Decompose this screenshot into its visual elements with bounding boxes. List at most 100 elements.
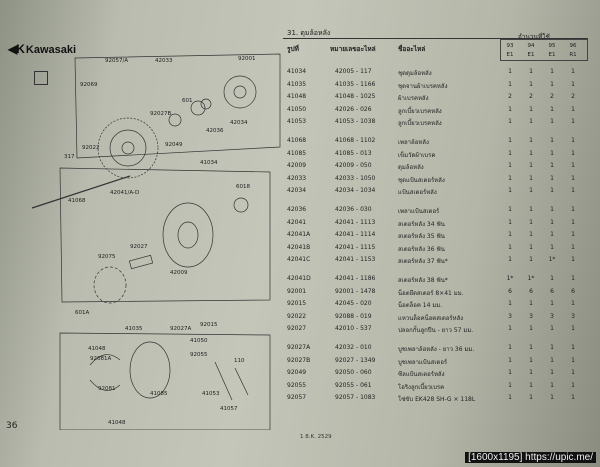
qty-cell: 1 bbox=[529, 149, 533, 157]
part-number: 42033 - 1050 bbox=[335, 174, 376, 182]
part-number: 42005 - 117 bbox=[335, 68, 372, 75]
qty-cell: 1 bbox=[550, 231, 554, 239]
part-number: 42041 - 1115 bbox=[335, 243, 376, 251]
qty-cell: 6 bbox=[508, 287, 512, 295]
qty-subheader: E1 bbox=[548, 52, 556, 58]
qty-cell: 1 bbox=[529, 174, 533, 182]
ref-number: 41035 bbox=[287, 80, 307, 88]
ref-number: 92027 bbox=[287, 325, 307, 333]
qty-cell: 1 bbox=[508, 187, 512, 195]
ref-number: 92057 bbox=[287, 394, 307, 402]
ref-number: 42041 bbox=[287, 218, 307, 226]
qty-cell: 1 bbox=[550, 275, 554, 282]
qty-cell: 1 bbox=[550, 381, 554, 389]
part-number: 42009 - 050 bbox=[335, 162, 372, 170]
part-name: ดุมล้อหลัง bbox=[398, 164, 424, 172]
qty-cell: 1 bbox=[571, 300, 575, 308]
ref-number: 41053 bbox=[287, 118, 307, 126]
qty-cell: 2 bbox=[550, 93, 554, 101]
part-name: ชุดแป้นสเตอร์หลัง bbox=[398, 176, 445, 184]
part-name: เข็มวัดผ้าเบรค bbox=[398, 151, 436, 159]
part-name: เพลาแป้นสเตอร์ bbox=[398, 208, 440, 215]
qty-subheader: E1 bbox=[527, 52, 535, 58]
qty-cell: 1 bbox=[508, 344, 512, 351]
diagram-frame-bottom bbox=[59, 332, 271, 430]
qty-title: จำนวนที่ใช้ bbox=[518, 33, 550, 41]
sprocket bbox=[97, 117, 159, 179]
ref-number: 42041D bbox=[287, 275, 311, 282]
qty-cell: 1 bbox=[508, 174, 512, 182]
qty-cell: 1 bbox=[550, 394, 554, 402]
part-number: 42032 - 010 bbox=[335, 344, 372, 351]
brake-shoe bbox=[89, 354, 121, 366]
qty-cell: 1 bbox=[550, 218, 554, 226]
svg-text:41050: 41050 bbox=[190, 338, 208, 344]
svg-text:601A: 601A bbox=[75, 310, 89, 316]
part-name: ปลอกกั้นลูกปืน - ยาว 57 มม. bbox=[398, 327, 474, 335]
qty-cell: 1 bbox=[508, 105, 512, 113]
footer-note: 1 8.K. 2529 bbox=[300, 434, 332, 440]
qty-cell: 1 bbox=[508, 218, 512, 226]
part-name: บูชเพลาล้อหลัง - ยาว 36 มม. bbox=[398, 346, 475, 353]
qty-cell: 1 bbox=[529, 206, 533, 213]
qty-cell: 1 bbox=[571, 206, 575, 213]
qty-cell: 1 bbox=[529, 80, 533, 88]
qty-cell: 1 bbox=[550, 356, 554, 364]
qty-cell: 1 bbox=[571, 369, 575, 377]
axle bbox=[31, 175, 131, 209]
watermark: [1600x1195] https://upic.me/ bbox=[465, 452, 596, 463]
qty-cell: 1 bbox=[571, 105, 575, 113]
qty-cell: 1 bbox=[508, 394, 512, 402]
qty-cell: 1* bbox=[506, 275, 514, 282]
qty-cell: 1 bbox=[550, 149, 554, 157]
qty-cell: 1 bbox=[550, 187, 554, 195]
ref-number: 41034 bbox=[287, 68, 307, 75]
part-number: 42034 - 1034 bbox=[335, 187, 376, 195]
svg-text:42033: 42033 bbox=[155, 58, 173, 64]
svg-text:92027: 92027 bbox=[130, 244, 148, 250]
svg-text:92081: 92081 bbox=[98, 386, 116, 392]
part-name: แหวนล็อคน็อตสเตอร์หลัง bbox=[398, 314, 464, 322]
hub-damper bbox=[93, 266, 127, 304]
qty-subheader: R1 bbox=[569, 52, 577, 58]
ref-number: 92022 bbox=[287, 312, 307, 320]
qty-cell: 1 bbox=[571, 137, 575, 144]
qty-cell: 1 bbox=[550, 206, 554, 213]
part-number: 42041 - 1114 bbox=[335, 231, 376, 239]
part-number: 42045 - 020 bbox=[335, 300, 372, 308]
part-number: 41068 - 1102 bbox=[335, 137, 376, 144]
part-number: 92057 - 1083 bbox=[335, 394, 376, 402]
part-number: 42036 - 030 bbox=[335, 206, 372, 213]
part-name: เพลาล้อหลัง bbox=[398, 139, 429, 146]
qty-header: 93 bbox=[506, 43, 514, 49]
qty-cell: 1 bbox=[529, 344, 533, 351]
sprocket-carrier bbox=[223, 75, 257, 109]
svg-text:42041/A-D: 42041/A-D bbox=[110, 190, 139, 196]
qty-cell: 1 bbox=[550, 243, 554, 251]
ref-number: 42009 bbox=[287, 162, 307, 170]
svg-text:92049: 92049 bbox=[165, 142, 183, 148]
page-number: 36 bbox=[6, 421, 18, 431]
qty-cell: 1 bbox=[529, 137, 533, 144]
ref-number: 92015 bbox=[287, 300, 307, 308]
qty-cell: 1 bbox=[508, 68, 512, 75]
qty-header: 94 bbox=[527, 43, 535, 49]
part-number: 41035 - 1166 bbox=[335, 80, 376, 88]
qty-cell: 1 bbox=[508, 206, 512, 213]
qty-cell: 1 bbox=[550, 80, 554, 88]
part-number: 92001 - 1478 bbox=[335, 287, 376, 295]
svg-text:42036: 42036 bbox=[206, 128, 224, 134]
part-name: ซีลแป้นสเตอร์หลัง bbox=[398, 371, 445, 379]
